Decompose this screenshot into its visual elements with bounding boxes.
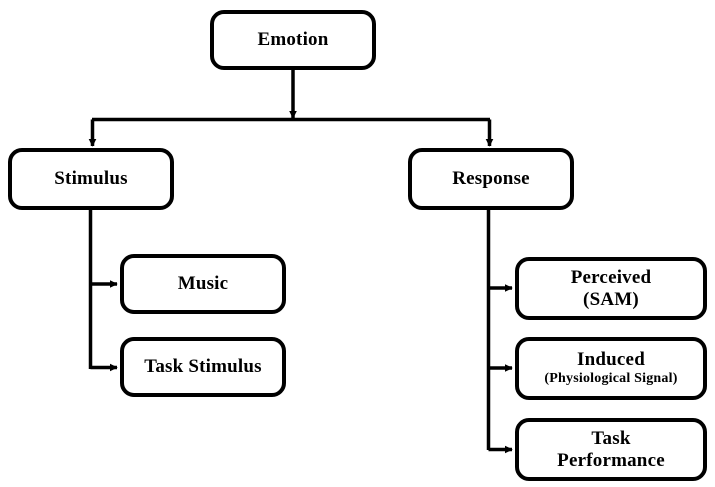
node-induced-sublabel: (Physiological Signal) [544,370,678,386]
node-response-label: Response [452,168,530,190]
node-emotion-label: Emotion [257,29,329,51]
node-stimulus-label: Stimulus [54,168,128,190]
node-induced[interactable]: Induced (Physiological Signal) [515,337,707,400]
node-task-stimulus[interactable]: Task Stimulus [120,337,286,397]
node-response[interactable]: Response [408,148,574,210]
node-stimulus[interactable]: Stimulus [8,148,174,210]
node-music[interactable]: Music [120,254,286,314]
node-task-performance-sublabel: Performance [557,449,665,471]
node-perceived-sublabel: (SAM) [583,288,639,310]
node-music-label: Music [177,273,229,295]
node-task-stimulus-label: Task Stimulus [144,356,262,378]
node-task-performance-label: Task [591,428,631,450]
node-task-performance[interactable]: Task Performance [515,418,707,481]
node-emotion[interactable]: Emotion [210,10,376,70]
node-perceived-label: Perceived [570,267,652,289]
node-perceived[interactable]: Perceived (SAM) [515,257,707,320]
node-induced-label: Induced [577,349,645,371]
